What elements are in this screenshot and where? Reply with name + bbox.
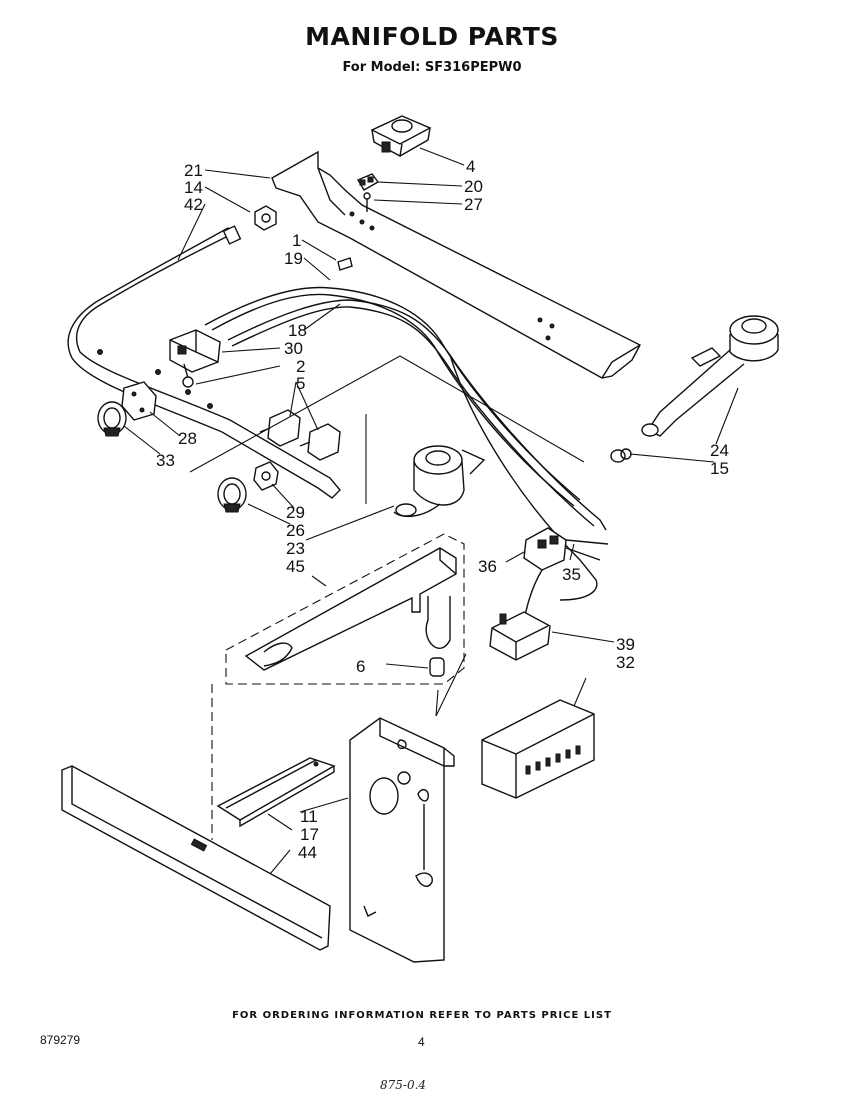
page-number: 4 (418, 1035, 425, 1049)
callout-19: 19 (284, 249, 303, 268)
callout-33: 33 (156, 451, 175, 470)
manifold-panel-part-45 (225, 533, 465, 685)
clip-part-1 (337, 257, 353, 271)
callout-24: 24 (710, 441, 729, 460)
bracket-part-29 (253, 461, 279, 491)
ordering-info-note: FOR ORDERING INFORMATION REFER TO PARTS … (232, 1010, 612, 1021)
callout-26: 26 (286, 521, 305, 540)
callout-18: 18 (288, 321, 307, 340)
callout-28: 28 (178, 429, 197, 448)
manifold-bracket (271, 150, 641, 379)
valve-part-5 (259, 409, 341, 461)
callout-21: 21 (184, 161, 203, 180)
callout-5: 5 (296, 374, 305, 393)
gas-tubes (204, 286, 607, 601)
callout-17: 17 (300, 825, 319, 844)
knob-part-26 (217, 477, 247, 513)
leader-lines (123, 147, 739, 875)
switch-part-36 (521, 527, 609, 631)
callout-labels: 21 14 42 4 20 27 1 19 18 30 2 5 28 33 24… (156, 157, 729, 862)
clip-part-20 (356, 173, 380, 191)
callout-23: 23 (286, 539, 305, 558)
burner-part-24 (641, 315, 779, 437)
callout-6: 6 (356, 657, 365, 676)
callout-32: 32 (616, 653, 635, 672)
valve-part-30 (169, 329, 221, 388)
spark-module-box-part-32 (481, 699, 595, 799)
callout-29: 29 (286, 503, 305, 522)
burner-part-23 (393, 445, 486, 518)
side-panel-part-11 (349, 717, 455, 963)
callout-2: 2 (296, 357, 305, 376)
front-strip-part-44 (61, 684, 331, 951)
bracket-part-17 (216, 757, 336, 828)
page-title: MANIFOLD PARTS (305, 22, 559, 51)
burner-head-part-4 (370, 115, 432, 158)
callout-42: 42 (184, 195, 203, 214)
callout-20: 20 (464, 177, 483, 196)
callout-44: 44 (298, 843, 317, 862)
document-number: 879279 (40, 1033, 81, 1047)
igniter-module-part-39 (489, 611, 551, 661)
orifice-holder-part-14 (254, 205, 277, 231)
knob-part-33 (97, 401, 127, 437)
callout-30: 30 (284, 339, 303, 358)
model-subtitle: For Model: SF316PEPW0 (342, 60, 522, 75)
handwritten-note: 875-0.4 (380, 1078, 427, 1092)
callout-1: 1 (292, 231, 301, 250)
callout-45: 45 (286, 557, 305, 576)
callout-11: 11 (300, 807, 318, 826)
callout-14: 14 (184, 178, 203, 197)
screw-part-27 (363, 192, 371, 212)
fitting-part-15 (610, 448, 632, 463)
manifold-tube (67, 225, 341, 499)
callout-27: 27 (464, 195, 483, 214)
callout-36: 36 (478, 557, 497, 576)
callout-39: 39 (616, 635, 635, 654)
callout-15: 15 (710, 459, 729, 478)
callout-4: 4 (466, 157, 475, 176)
callout-35: 35 (562, 565, 581, 584)
